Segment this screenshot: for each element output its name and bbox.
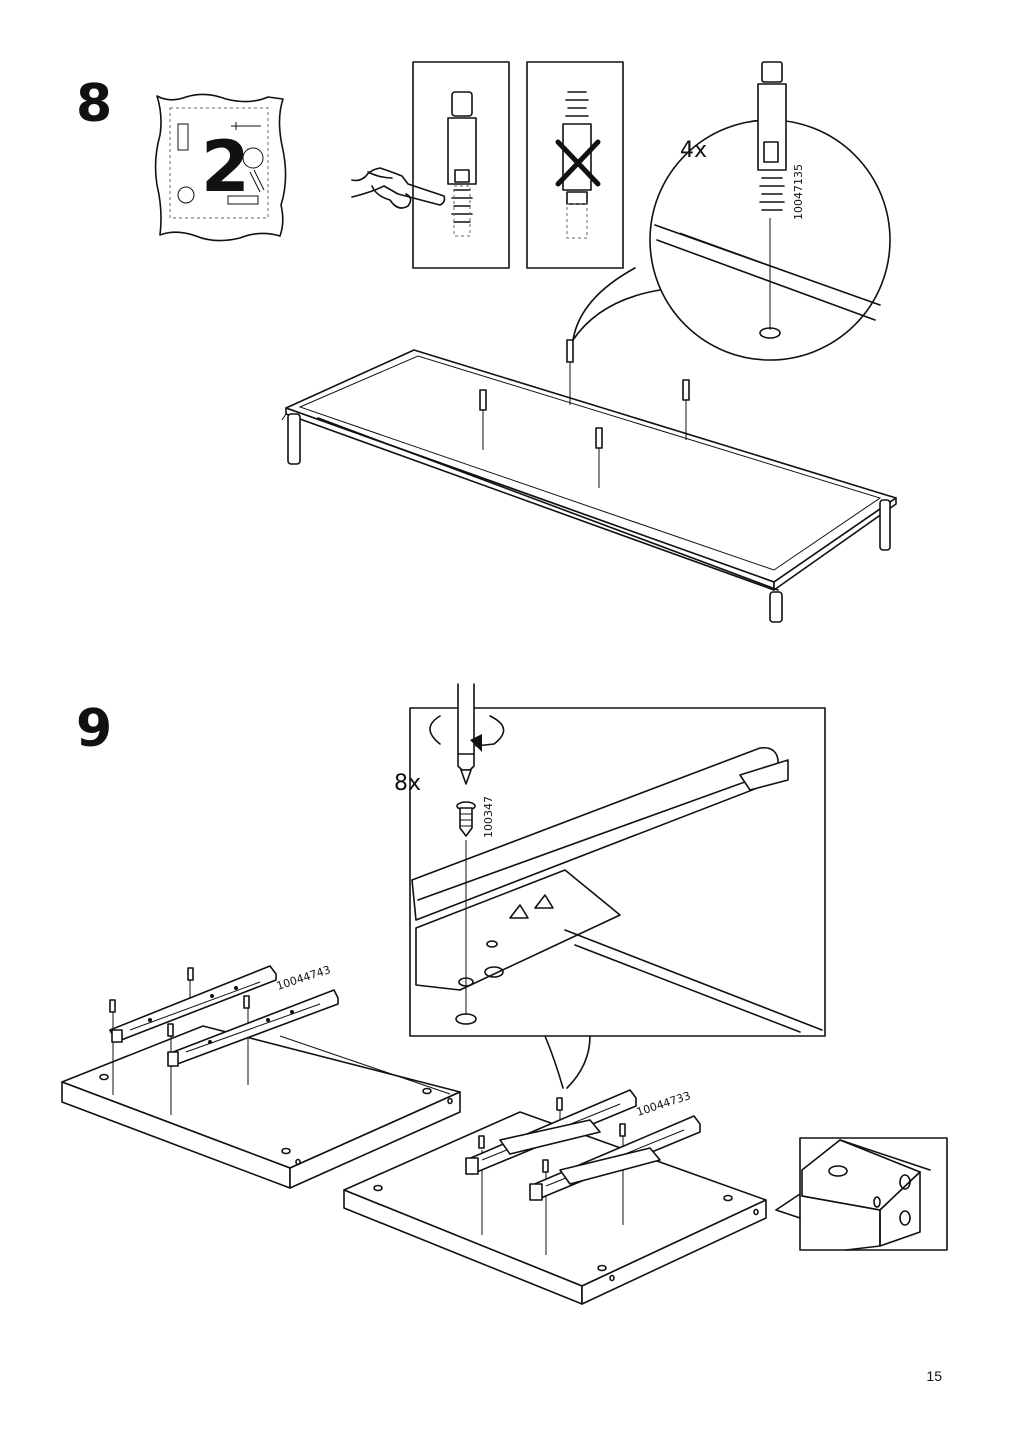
detail-callout-circle [572,61,891,361]
right-drawer-panel [343,1110,767,1305]
rail-part-id-right: 10044733 [635,1089,692,1119]
dowel-quantity: 4x [680,138,707,163]
page-number: 15 [926,1368,942,1384]
corner-detail-panel [775,1137,948,1251]
rail-detail [411,746,823,1033]
correct-orientation-panel [412,61,510,269]
rotate-arrow-icon [429,715,505,752]
step-8-number: 8 [76,74,113,134]
screw-part [456,801,476,837]
pointing-hand-icon [351,167,446,209]
wrong-cross-icon [555,139,601,187]
screwdriver-icon [457,683,475,785]
base-frame [281,339,897,623]
screw-part-id: 100347 [482,796,495,838]
screw-quantity: 8x [394,771,421,796]
wrong-orientation-panel [526,61,624,269]
right-rails [465,1089,701,1201]
detail-callout-line [544,1035,564,1089]
left-drawer-panel [61,978,461,1189]
connector-dowel-correct [447,91,477,237]
two-people-icon: 2 [154,93,287,242]
rail-part-id-left: 10044743 [275,963,332,993]
step-9-number: 9 [76,699,113,759]
left-rails [109,965,339,1067]
people-count: 2 [201,126,250,208]
screw-detail-panel [409,707,826,1037]
dowel-part-id: 10047135 [792,164,805,220]
